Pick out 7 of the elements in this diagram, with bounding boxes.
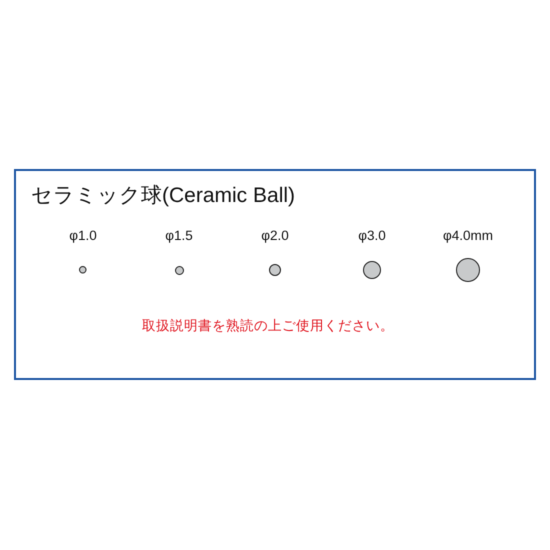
title: セラミック球(Ceramic Ball) (31, 183, 296, 209)
caution-note: 取扱説明書を熟読の上ご使用ください。 (142, 317, 394, 335)
size-label: φ1.5 (165, 228, 193, 244)
size-label: φ3.0 (358, 228, 386, 244)
size-label: φ2.0 (261, 228, 289, 244)
size-label: φ4.0mm (443, 228, 493, 244)
size-label: φ1.0 (69, 228, 97, 244)
